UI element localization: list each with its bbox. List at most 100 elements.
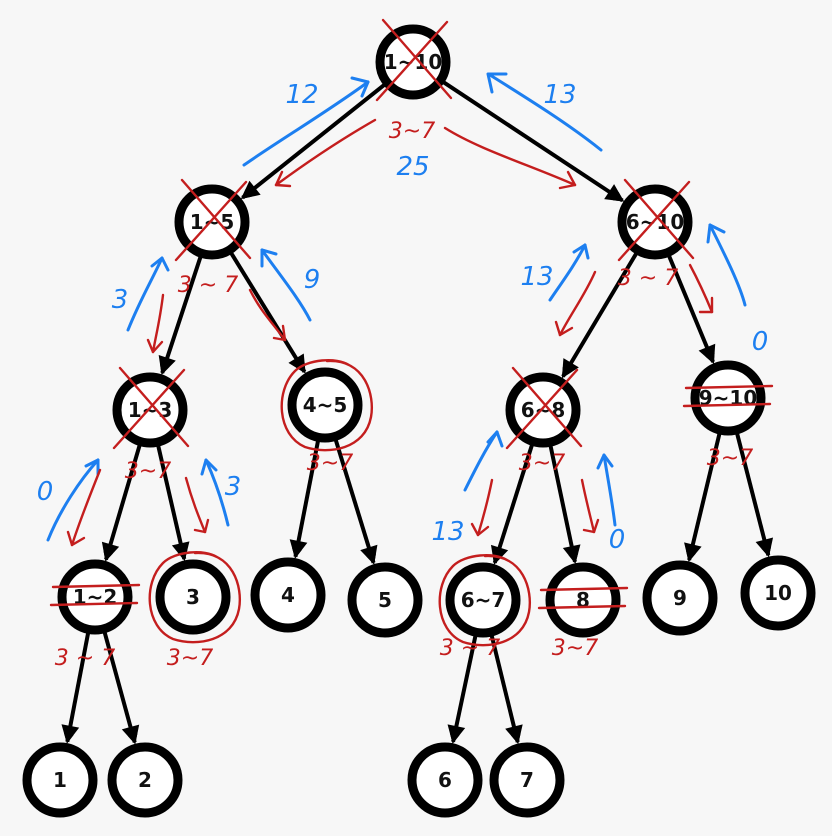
node-circle — [489, 742, 565, 818]
cross-mark — [375, 20, 449, 102]
edge-aaa-l1 — [63, 631, 91, 744]
node-label: 10 — [764, 581, 792, 605]
value-label-v-13-mid: 13 — [520, 262, 553, 292]
node-circle — [287, 367, 363, 443]
blue-arrow-head — [572, 243, 590, 260]
node-label: 2 — [138, 768, 152, 792]
edge-arrowhead — [447, 724, 466, 744]
red-arrow-head — [193, 518, 210, 534]
edge-aaa-l2 — [102, 630, 138, 745]
node-aaa: 1~2 — [49, 559, 141, 635]
node-circle — [250, 557, 326, 633]
value-label-v-13-low: 13 — [431, 517, 464, 547]
cross-mark — [617, 180, 691, 262]
edge-arrowhead — [684, 542, 702, 563]
edge-bb-bba — [686, 431, 722, 563]
edge-baa-l7 — [489, 633, 521, 745]
edge-arrowhead — [562, 544, 581, 564]
red-arrow-head — [554, 320, 574, 337]
node-label: 7 — [520, 768, 534, 792]
range-label-q-6-8: 3~7 — [519, 451, 565, 476]
node-bba: 9 — [642, 560, 718, 636]
node-circle — [545, 562, 621, 638]
node-label: 9 — [673, 586, 687, 610]
edge-arrowhead — [61, 724, 80, 744]
value-label-v-3-left: 3 — [112, 285, 129, 315]
node-circle — [642, 560, 718, 636]
node-label: 1 — [53, 768, 67, 792]
edge-a-aa — [159, 254, 203, 375]
blue-arrow-up-right-root — [488, 73, 603, 152]
edge-aa-aaa — [103, 443, 143, 562]
node-l7: 7 — [489, 742, 565, 818]
range-label-q-1-2: 3 ~ 7 — [55, 646, 115, 671]
cross-mark — [118, 366, 190, 448]
red-arrow-down-8 — [580, 478, 596, 534]
tree-edges — [61, 79, 774, 745]
node-aab: 3 — [148, 551, 241, 644]
edge-arrowhead — [755, 537, 774, 558]
edge-arrowhead — [490, 544, 509, 565]
node-r: 1~10 — [375, 18, 453, 102]
node-bbb: 10 — [740, 555, 816, 631]
node-baa: 6~7 — [438, 554, 531, 647]
blue-arrow-head — [84, 458, 100, 476]
node-bb: 9~10 — [682, 360, 774, 436]
node-label: 4~5 — [303, 393, 348, 417]
edge-baa-l6 — [449, 633, 478, 744]
node-circle — [445, 562, 521, 638]
red-arrow-down-4-5 — [248, 288, 287, 342]
blue-arrow-head — [150, 256, 170, 272]
node-l2: 2 — [107, 742, 183, 818]
node-circle — [155, 559, 231, 635]
edge-arrowhead — [561, 358, 579, 379]
edge-ba-baa — [492, 442, 535, 565]
edge-arrowhead — [121, 724, 140, 745]
range-label-q-6-10: 3 ~ 7 — [618, 266, 678, 291]
node-label: 3 — [186, 585, 200, 609]
node-l6: 6 — [407, 742, 483, 818]
node-circle — [690, 360, 766, 436]
highlight-circle — [438, 554, 531, 647]
blue-arrow-head — [350, 76, 370, 98]
edge-arrowhead — [158, 354, 176, 375]
blue-arrow-up-1-3 — [126, 256, 164, 332]
edge-arrowhead — [604, 184, 625, 202]
cross-mark — [623, 178, 695, 260]
node-circle — [57, 559, 133, 635]
node-b: 6~10 — [617, 178, 695, 262]
blue-arrow-up-3 — [204, 458, 230, 527]
blue-arrow-up-9-10 — [708, 223, 747, 307]
node-a: 1~5 — [174, 178, 252, 262]
blue-arrow-head — [260, 248, 278, 268]
strike-mark — [51, 583, 141, 589]
edge-arrowhead — [240, 180, 261, 199]
edge-ba-bab — [548, 443, 579, 564]
node-circle — [740, 555, 816, 631]
edge-r-b — [441, 79, 625, 203]
red-arrow-head — [146, 338, 164, 354]
edge-a-ab — [228, 250, 307, 374]
red-arrow-head — [66, 530, 86, 547]
highlight-circle — [280, 359, 373, 452]
node-abb: 5 — [347, 562, 423, 638]
node-circle — [22, 742, 98, 818]
range-label-q-6-7: 3 ~ 7 — [440, 636, 500, 661]
node-ba: 6~8 — [505, 366, 583, 450]
value-label-v-3-right: 3 — [225, 472, 242, 502]
blue-arrow-head — [596, 453, 614, 470]
strike-mark — [537, 604, 627, 610]
red-arrow-down-9-10 — [688, 263, 714, 314]
edge-b-bb — [666, 253, 715, 364]
blue-arrow-head — [200, 458, 218, 476]
strike-mark — [539, 586, 629, 592]
highlight-circle — [148, 551, 241, 644]
range-label-q-3: 3~7 — [167, 646, 213, 671]
blue-arrow-up-8 — [602, 453, 617, 527]
red-arrow-down-3 — [184, 476, 207, 534]
edge-arrowhead — [360, 544, 378, 565]
edge-arrowhead — [698, 343, 716, 364]
red-arrow-down-6-8 — [558, 270, 597, 337]
